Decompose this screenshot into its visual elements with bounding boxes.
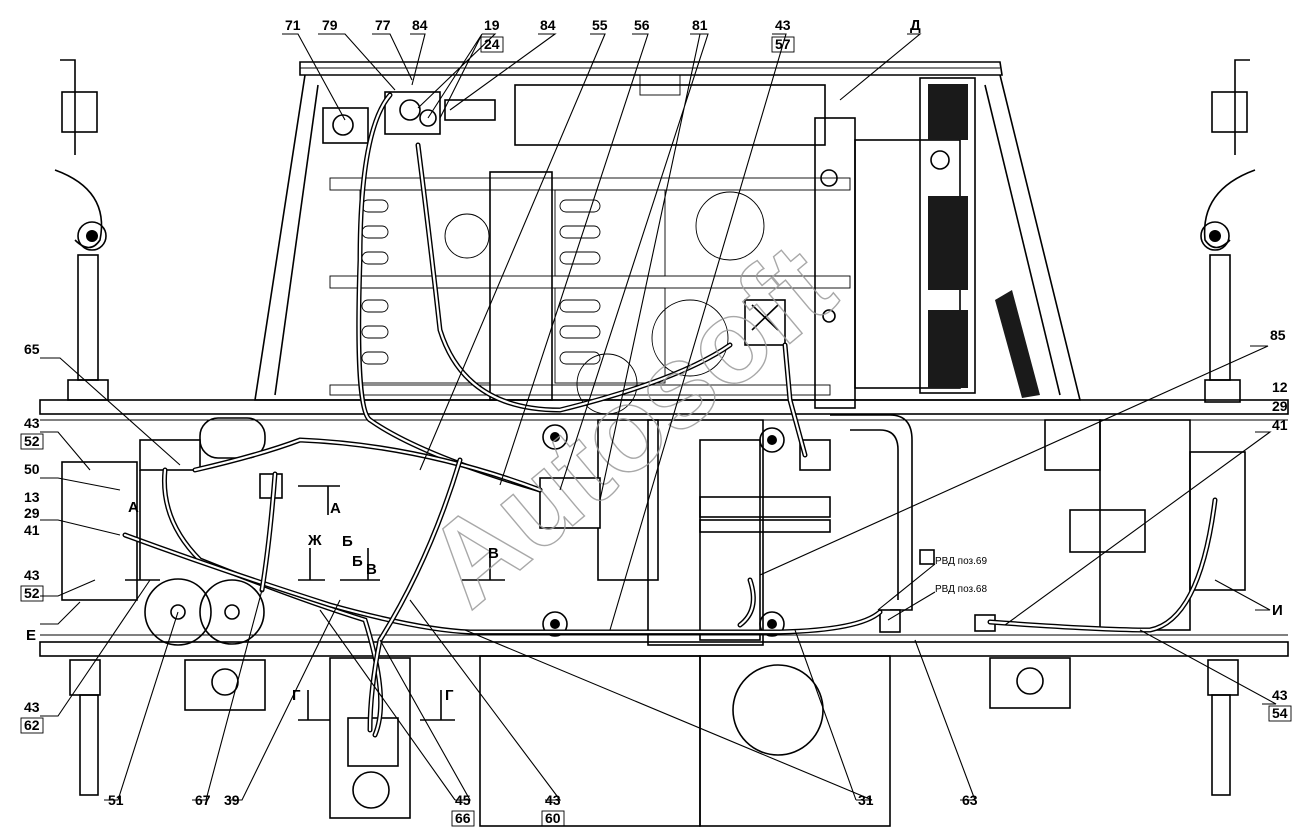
callout-labels: 71 79 77 84 19 24 84 55 56 81 43 57 Д 65…	[20, 17, 1292, 827]
callout-29-left: 29	[24, 505, 40, 521]
callout-19: 19	[484, 17, 500, 33]
section-B-top: Б	[342, 533, 353, 550]
hydraulic-components	[139, 91, 996, 767]
callout-84-b: 84	[540, 17, 556, 33]
section-G-left: Г	[292, 687, 301, 704]
callout-81: 81	[692, 17, 708, 33]
section-A-left: А	[128, 499, 139, 516]
callout-24: 24	[484, 36, 500, 52]
callout-79: 79	[322, 17, 338, 33]
callout-D: Д	[910, 17, 921, 34]
section-B-second: Б	[352, 553, 363, 570]
callout-43-left-b: 43	[24, 567, 40, 583]
callout-56: 56	[634, 17, 650, 33]
callout-43-right: 43	[1272, 687, 1288, 703]
callout-65: 65	[24, 341, 40, 357]
leader-lines	[40, 33, 1277, 801]
suspension-right	[1200, 59, 1256, 796]
callout-39: 39	[224, 792, 240, 808]
callout-52-b: 52	[24, 585, 40, 601]
callout-41-left: 41	[24, 522, 40, 538]
note-rvd-69: РВД поз.69	[935, 556, 987, 567]
callout-43-left-c: 43	[24, 699, 40, 715]
callout-50: 50	[24, 461, 40, 477]
callout-12: 12	[1272, 379, 1288, 395]
callout-52-a: 52	[24, 433, 40, 449]
callout-41-right: 41	[1272, 417, 1288, 433]
callout-43-bottom: 43	[545, 792, 561, 808]
section-Zh: Ж	[307, 532, 322, 549]
callout-E: Е	[26, 627, 36, 644]
chassis-frame	[39, 399, 1289, 827]
section-G-right: Г	[445, 687, 454, 704]
callout-85: 85	[1270, 327, 1286, 343]
section-A-right: А	[330, 500, 341, 517]
callout-I: И	[1272, 602, 1283, 619]
callout-13: 13	[24, 489, 40, 505]
callout-77: 77	[375, 17, 391, 33]
watermark-text: Autosoft	[402, 219, 858, 632]
callout-63: 63	[962, 792, 978, 808]
callout-84-a: 84	[412, 17, 428, 33]
section-letters: А А Б Б В В Ж Г Г РВД поз.69 РВД поз.68	[128, 499, 987, 704]
callout-66: 66	[455, 810, 471, 826]
callout-62: 62	[24, 717, 40, 733]
callout-51: 51	[108, 792, 124, 808]
section-markers	[125, 470, 505, 721]
callout-54: 54	[1272, 705, 1288, 721]
cab-structure	[254, 61, 1082, 415]
section-V-a: В	[488, 545, 499, 562]
callout-43-left-a: 43	[24, 415, 40, 431]
callout-31: 31	[858, 792, 874, 808]
callout-60: 60	[545, 810, 561, 826]
callout-29-right: 29	[1272, 398, 1288, 414]
callout-67: 67	[195, 792, 211, 808]
note-rvd-68: РВД поз.68	[935, 584, 987, 595]
section-V-b: В	[366, 561, 377, 578]
callout-45: 45	[455, 792, 471, 808]
callout-43-top: 43	[775, 17, 791, 33]
callout-71: 71	[285, 17, 301, 33]
hydraulic-hoses	[122, 92, 1218, 738]
callout-55: 55	[592, 17, 608, 33]
suspension-left	[54, 59, 109, 796]
callout-57: 57	[775, 36, 791, 52]
